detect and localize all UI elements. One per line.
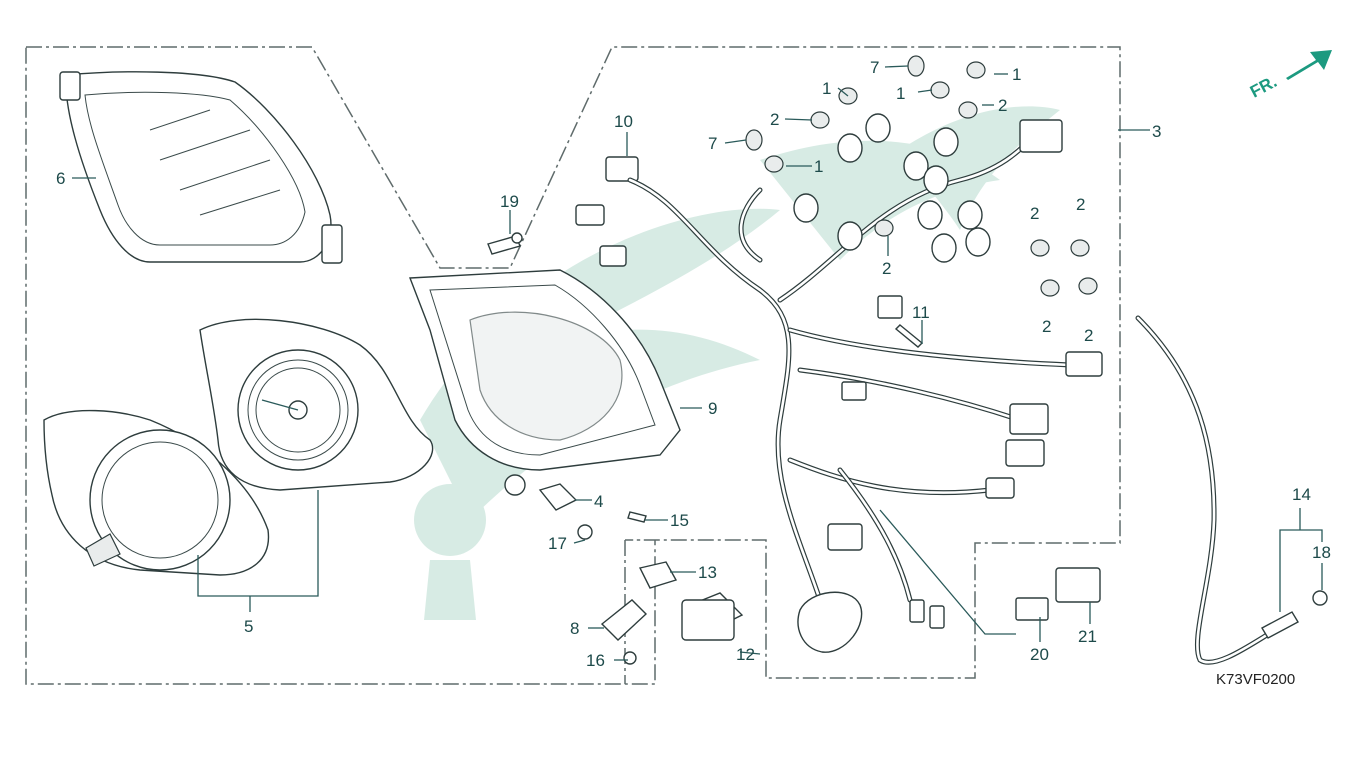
callout-14: 14 xyxy=(1292,485,1311,504)
callout-9: 9 xyxy=(708,399,717,418)
callout-7: 7 xyxy=(708,134,717,153)
callout-8: 8 xyxy=(570,619,579,638)
callout-labels: 1 1 1 1 2 2 2 2 2 2 2 3 4 5 6 7 7 8 9 10… xyxy=(56,58,1331,670)
callout-2: 2 xyxy=(1084,326,1093,345)
callout-2: 2 xyxy=(1076,195,1085,214)
callout-2: 2 xyxy=(1042,317,1051,336)
callout-16: 16 xyxy=(586,651,605,670)
small-bulbs xyxy=(745,55,1098,297)
meter-case xyxy=(409,269,681,496)
meter-lens-cover xyxy=(59,71,343,264)
connector-20-21 xyxy=(1015,567,1101,621)
callout-20: 20 xyxy=(1030,645,1049,664)
callout-7: 7 xyxy=(870,58,879,77)
speedometer-cable xyxy=(1135,315,1328,665)
relay-and-brackets xyxy=(600,561,744,641)
callout-17: 17 xyxy=(548,534,567,553)
forward-direction-indicator: FR. xyxy=(1247,50,1332,102)
callout-1: 1 xyxy=(896,84,905,103)
callout-2: 2 xyxy=(1030,204,1039,223)
bulb-sockets xyxy=(793,113,991,263)
callout-2: 2 xyxy=(882,259,891,278)
speedometer-assembly xyxy=(43,318,434,576)
callout-10: 10 xyxy=(614,112,633,131)
screws xyxy=(487,232,924,665)
callout-6: 6 xyxy=(56,169,65,188)
callout-1: 1 xyxy=(1012,65,1021,84)
callout-3: 3 xyxy=(1152,122,1161,141)
part-code: K73VF0200 xyxy=(1216,671,1295,688)
callout-2: 2 xyxy=(770,110,779,129)
callout-13: 13 xyxy=(698,563,717,582)
callout-21: 21 xyxy=(1078,627,1097,646)
leader-lines xyxy=(72,65,1323,661)
meter-stay-clip xyxy=(538,483,578,511)
callout-19: 19 xyxy=(500,192,519,211)
harness-connectors xyxy=(797,119,1103,653)
direction-label: FR. xyxy=(1247,72,1280,102)
callout-4: 4 xyxy=(594,492,603,511)
callout-5: 5 xyxy=(244,617,253,636)
callout-2: 2 xyxy=(998,96,1007,115)
callout-12: 12 xyxy=(736,645,755,664)
callout-15: 15 xyxy=(670,511,689,530)
connector-10 xyxy=(575,156,639,267)
callout-18: 18 xyxy=(1312,543,1331,562)
callout-1: 1 xyxy=(822,79,831,98)
forward-arrow-icon xyxy=(1286,50,1332,80)
callout-1: 1 xyxy=(814,157,823,176)
callout-11: 11 xyxy=(912,303,930,322)
